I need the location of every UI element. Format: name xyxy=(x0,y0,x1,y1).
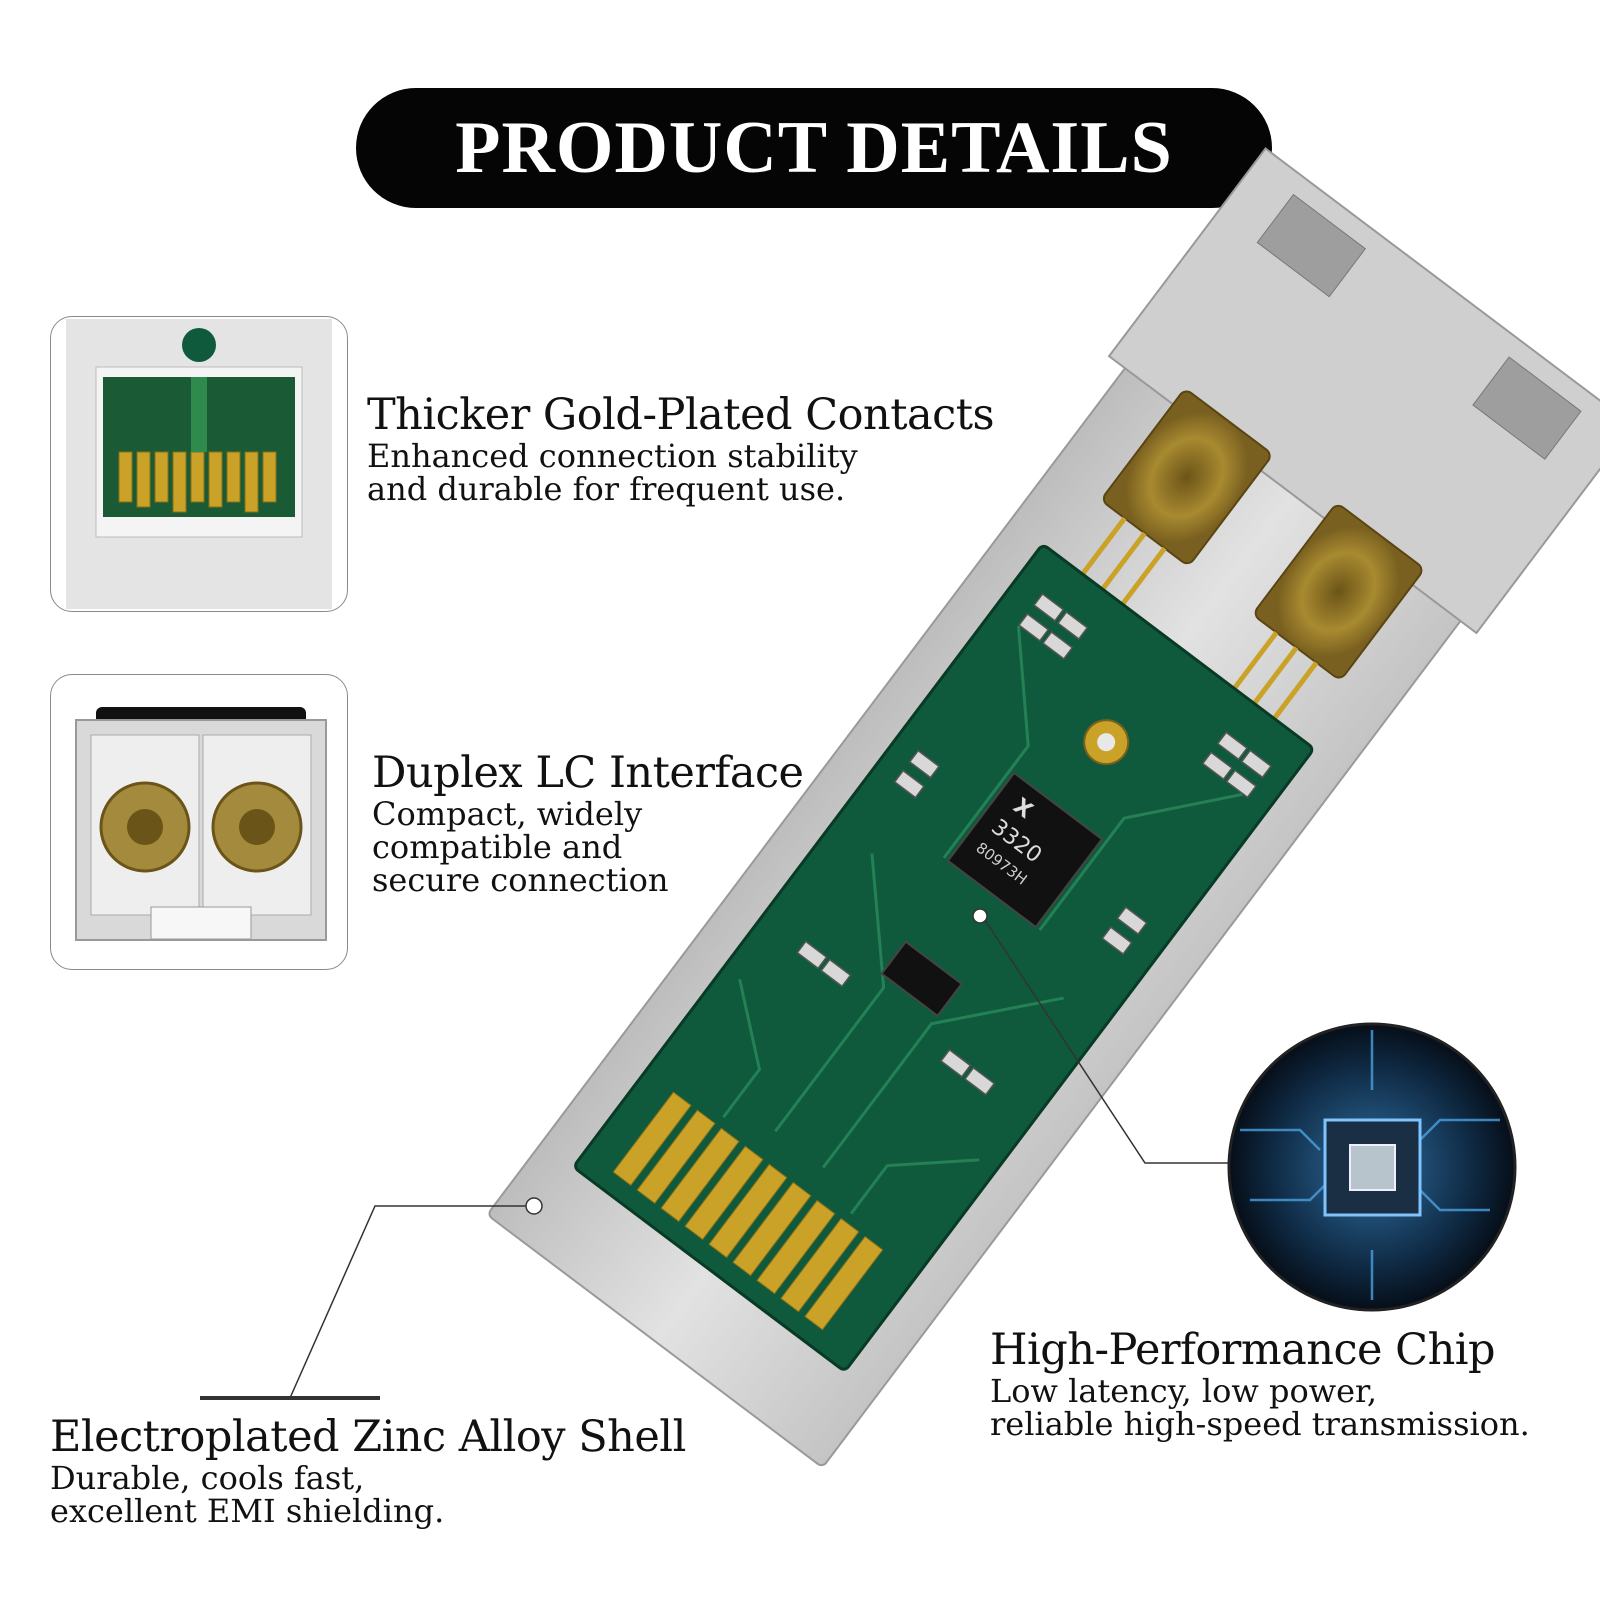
feature-high-performance-chip: High-Performance Chip Low latency, low p… xyxy=(990,1325,1530,1441)
shell-callout-line xyxy=(200,1197,543,1400)
lc-port-housing xyxy=(1107,147,1600,635)
feature-gold-contacts: Thicker Gold-Plated Contacts Enhanced co… xyxy=(367,390,995,508)
feature-description: Enhanced connection stability and durabl… xyxy=(367,437,858,508)
feature-duplex-lc: Duplex LC Interface Compact, widely comp… xyxy=(372,748,804,899)
secondary-ic xyxy=(880,940,964,1018)
sfp-module: X 3320 80973H xyxy=(488,147,1600,1467)
feature-title: Duplex LC Interface xyxy=(372,748,804,798)
banner-title: PRODUCT DETAILS xyxy=(455,106,1173,189)
feature-title: Thicker Gold-Plated Contacts xyxy=(367,390,995,440)
feature-title: High-Performance Chip xyxy=(990,1325,1496,1375)
feature-zinc-alloy-shell: Electroplated Zinc Alloy Shell Durable, … xyxy=(50,1412,686,1528)
duplex-lc-thumbnail xyxy=(50,674,348,970)
feature-title: Electroplated Zinc Alloy Shell xyxy=(50,1412,686,1462)
product-details-banner: PRODUCT DETAILS xyxy=(356,88,1272,208)
main-chip xyxy=(946,771,1104,929)
gold-contacts-thumbnail xyxy=(50,316,348,612)
gold-contacts-icon xyxy=(66,319,332,609)
chip-photo-circle xyxy=(1227,1022,1517,1312)
feature-description: Durable, cools fast, excellent EMI shiel… xyxy=(50,1459,445,1530)
feature-description: Low latency, low power, reliable high-sp… xyxy=(990,1372,1530,1443)
gold-edge-contacts xyxy=(612,1091,884,1331)
feature-description: Compact, widely compatible and secure co… xyxy=(372,795,669,899)
duplex-lc-icon xyxy=(75,707,327,941)
chip-callout-line xyxy=(972,908,1230,1164)
